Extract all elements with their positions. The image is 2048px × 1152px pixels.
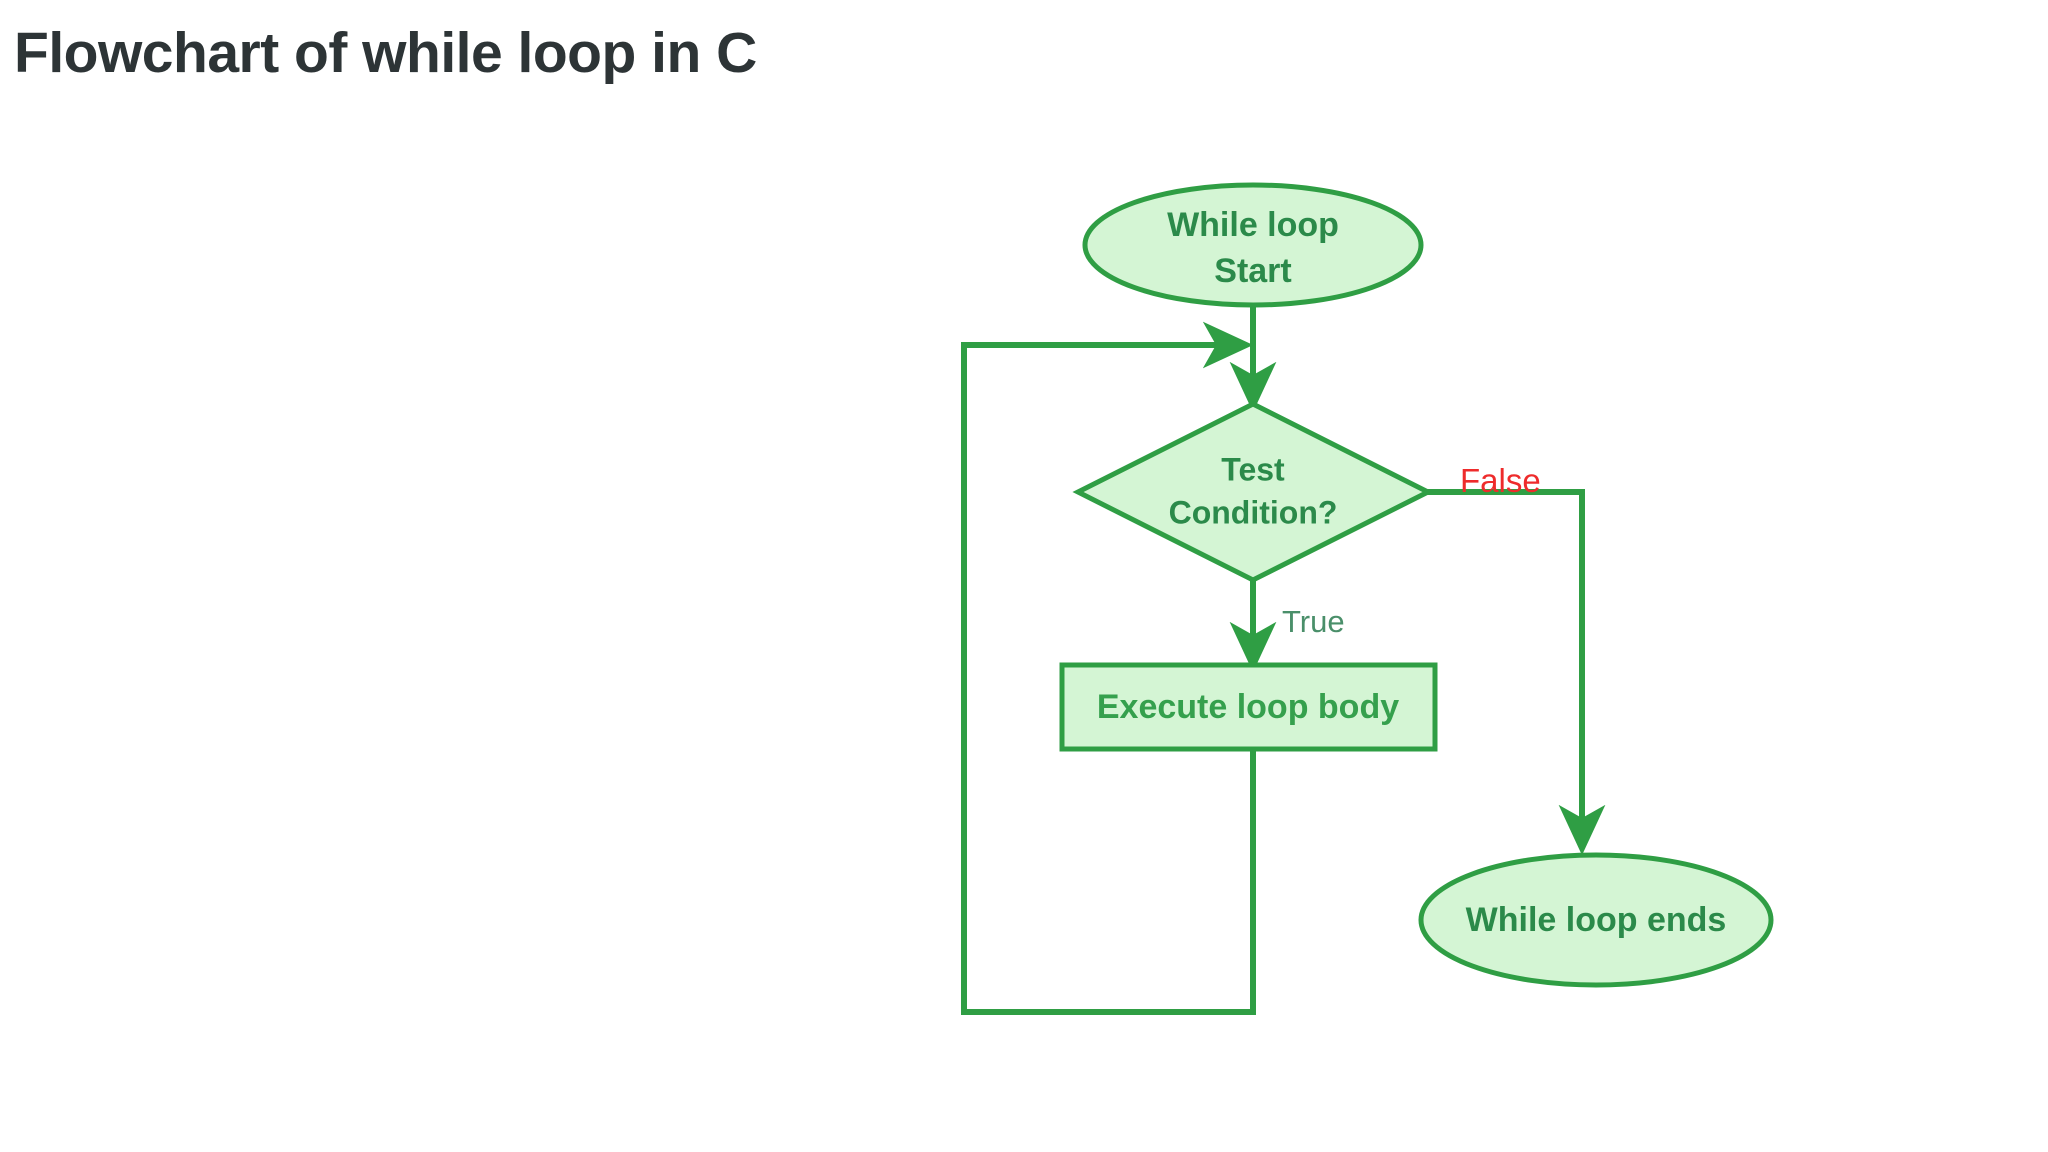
node-end[interactable]: While loop ends: [1418, 852, 1774, 988]
node-end-shape[interactable]: [1418, 852, 1774, 988]
node-body-shape[interactable]: [1059, 662, 1438, 752]
node-condition-label-line2: Condition?: [1169, 494, 1338, 530]
node-start-shape[interactable]: [1082, 182, 1424, 308]
node-start-label-line1: While loop: [1167, 206, 1339, 244]
edge-label-false: False: [1460, 462, 1541, 499]
node-start-label-line2: Start: [1214, 252, 1291, 290]
node-start[interactable]: While loop Start: [1082, 182, 1424, 308]
node-end-label: While loop ends: [1466, 901, 1727, 939]
node-condition[interactable]: Test Condition?: [1072, 401, 1434, 583]
node-condition-shape[interactable]: [1072, 401, 1434, 583]
node-body-label: Execute loop body: [1097, 688, 1399, 726]
node-condition-label-line1: Test: [1221, 451, 1285, 487]
edge-label-true: True: [1282, 604, 1345, 639]
edge-condition-to-body: True: [1229, 580, 1345, 673]
page-title: Flowchart of while loop in C: [14, 21, 757, 85]
edge-line-loopback: [961, 321, 1256, 1015]
node-body[interactable]: Execute loop body: [1059, 662, 1438, 752]
edge-condition-to-end: False: [1415, 462, 1606, 856]
edge-body-to-condition-loopback: [961, 321, 1256, 1015]
edge-line-condition-to-end: [1415, 489, 1606, 856]
